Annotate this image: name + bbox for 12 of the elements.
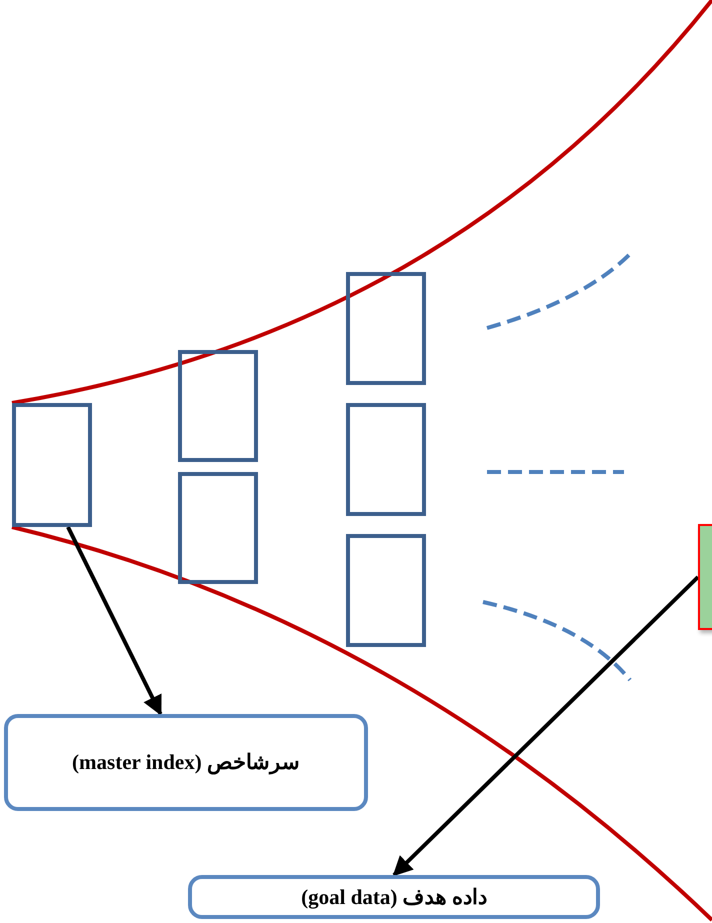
- label-box: [188, 875, 600, 919]
- node-label: سرشاخص (master index): [72, 750, 300, 775]
- rectangle: [12, 403, 92, 527]
- rectangle: [346, 534, 426, 647]
- node-label: داده هدف (goal data): [301, 884, 487, 910]
- arrow: [392, 576, 700, 876]
- arrow: [66, 526, 162, 716]
- label-box: [4, 714, 368, 811]
- rectangle: [346, 272, 426, 385]
- rectangle: [178, 350, 258, 462]
- rectangle: [178, 472, 258, 584]
- rectangle: [346, 403, 426, 516]
